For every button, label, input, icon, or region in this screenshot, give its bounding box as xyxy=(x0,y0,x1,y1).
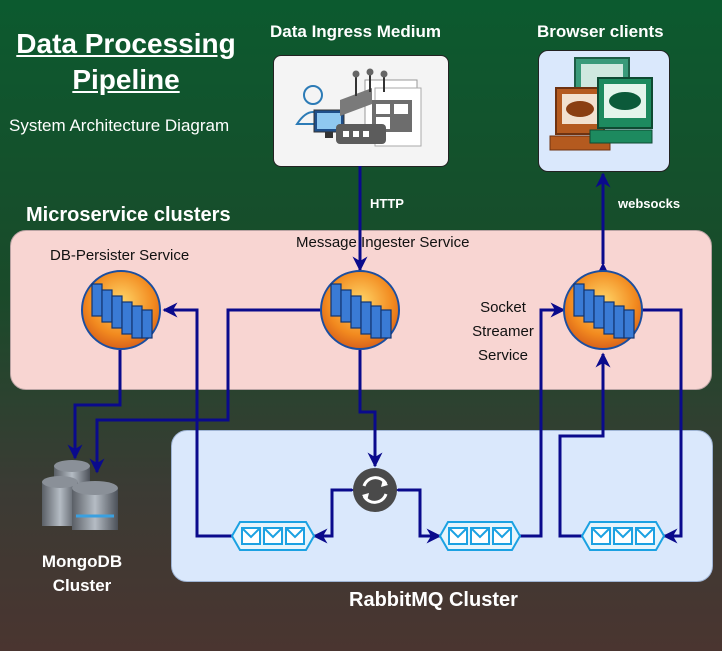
mongodb-label: MongoDB Cluster xyxy=(34,550,130,598)
websocks-edge-label: websocks xyxy=(618,196,681,211)
http-edge-label: HTTP xyxy=(370,196,404,211)
browser-clients-icon xyxy=(549,57,653,151)
queue-2-icon xyxy=(438,521,522,551)
socket-streamer-label: Socket Streamer Service xyxy=(466,296,540,368)
socket-streamer-service-icon xyxy=(563,270,643,350)
socket-label-line-3: Service xyxy=(477,347,529,364)
queue3-to-socket-arrow xyxy=(558,352,611,538)
ingress-label: Data Ingress Medium xyxy=(270,22,441,41)
mongodb-label-line-1: MongoDB xyxy=(41,552,123,571)
exchange-icon xyxy=(353,468,397,512)
page-subtitle: System Architecture Diagram xyxy=(9,116,230,135)
title-line-2: Pipeline xyxy=(72,64,180,95)
queue-1-icon xyxy=(230,521,316,551)
queue-3-icon xyxy=(580,521,666,551)
socket-to-queue3-arrow xyxy=(642,308,683,544)
microservices-label: Microservice clusters xyxy=(26,204,231,226)
connections xyxy=(67,166,683,544)
persister-to-mongo-arrow xyxy=(67,350,122,460)
socket-label-line-2: Streamer xyxy=(472,323,534,340)
exchange-queue2-arrow xyxy=(384,482,442,544)
title-line-1: Data Processing xyxy=(16,28,236,59)
queue1-to-persister-arrow xyxy=(162,302,232,538)
db-persister-label: DB-Persister Service xyxy=(50,247,190,264)
db-persister-service-icon xyxy=(81,270,161,350)
message-ingester-service-icon xyxy=(320,270,400,350)
socket-label-line-1: Socket xyxy=(480,299,526,316)
browsers-label: Browser clients xyxy=(537,22,664,41)
message-ingester-label: Message Ingester Service xyxy=(296,234,470,251)
ingester-exchange-arrow xyxy=(352,336,383,468)
data-ingress-icon xyxy=(295,68,422,147)
rabbitmq-label: RabbitMQ Cluster xyxy=(349,589,518,611)
exchange-queue1-arrow xyxy=(312,482,366,544)
queue2-to-socket-arrow xyxy=(520,302,566,538)
rabbitmq-panel xyxy=(171,430,713,582)
exchange-to-mongo-arrow xyxy=(89,308,320,474)
page-title: Data Processing Pipeline xyxy=(8,26,244,98)
mongodb-label-line-2: Cluster xyxy=(52,576,112,595)
mongodb-cluster-icon xyxy=(42,460,118,530)
